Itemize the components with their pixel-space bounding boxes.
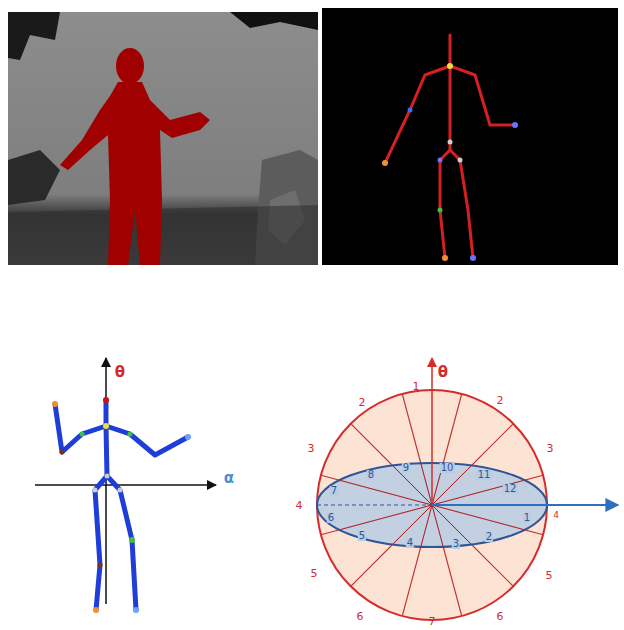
ellipse-number: 7 [330,486,338,496]
sector-number: 2 [359,397,366,408]
sector-number: 6 [357,611,364,622]
ellipse-number: 1 [523,513,531,523]
horizontal-axis [432,504,618,506]
depth-image [8,12,318,265]
ellipse-number: 8 [367,470,375,480]
sector-number: 2 [497,395,504,406]
dashed-axis [317,505,432,506]
ellipse-number: 11 [477,470,492,480]
axis-label: θ [115,365,125,380]
axis-label: α [224,471,234,486]
ellipse-number: 4 [406,538,414,548]
axis-label: θ [438,365,448,380]
ellipse-number: 10 [440,463,455,473]
ellipse-number: 12 [503,484,518,494]
sector-number: 5 [311,568,318,579]
ellipse-number: 3 [452,539,460,549]
sector-number: 7 [429,616,436,627]
ellipse-number: 5 [358,531,366,541]
theta-axis [431,358,433,505]
sector-number: 4 [296,500,303,511]
sector-number: 5 [546,570,553,581]
sector-number: 3 [547,443,554,454]
ellipse-number: 9 [402,463,410,473]
skeleton-image [322,8,618,265]
skeleton-axes [35,358,216,613]
sector-sphere [317,358,618,620]
sector-number: 3 [308,443,315,454]
sector-number: 6 [497,611,504,622]
ellipse-number: 6 [327,513,335,523]
sector-number: 1 [413,381,420,392]
sector-number: 4 [553,511,559,520]
ellipse-number: 2 [485,532,493,542]
